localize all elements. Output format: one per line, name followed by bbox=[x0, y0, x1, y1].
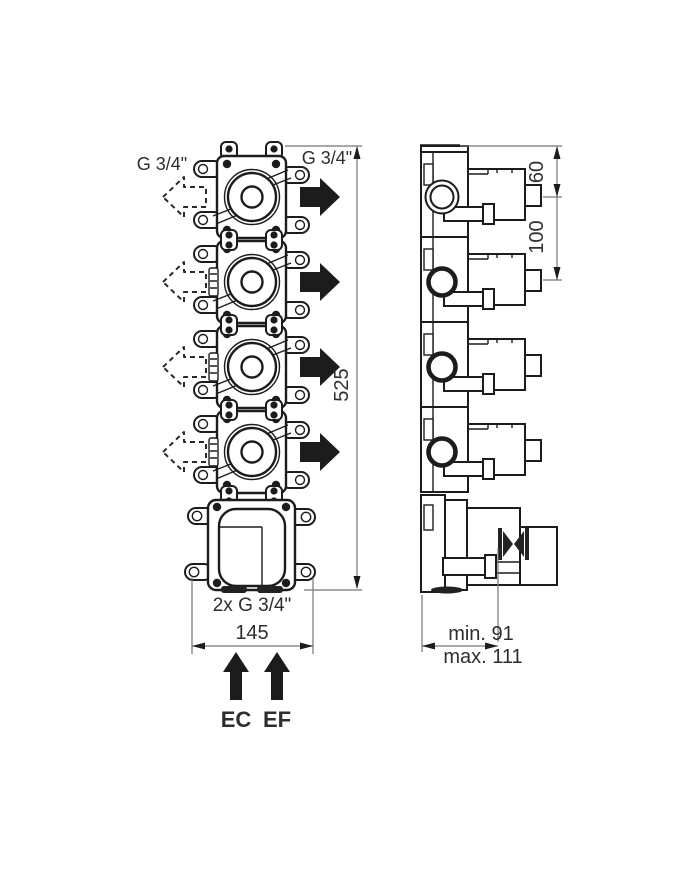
side-port-3 bbox=[426, 351, 458, 383]
inlet-stub-4 bbox=[208, 437, 219, 467]
valve-module-front-1 bbox=[192, 154, 311, 240]
label-g34-inlet: G 3/4" bbox=[137, 154, 187, 174]
bottom-port-left bbox=[221, 586, 247, 593]
label-ef: EF bbox=[263, 707, 291, 732]
label-2x-g34: 2x G 3/4" bbox=[213, 595, 292, 616]
thermostat-body-front bbox=[184, 498, 316, 593]
labels: G 3/4" G 3/4" 2x G 3/4" EC EF bbox=[137, 148, 352, 732]
ef-arrow-icon bbox=[264, 652, 290, 700]
outlet-arrow-icon-1 bbox=[300, 178, 340, 216]
top-mount-tabs bbox=[220, 141, 283, 160]
dim-min-91-label: min. 91 bbox=[448, 623, 514, 645]
thermostat-body-side bbox=[420, 494, 558, 594]
inlet-arrow-icon-4 bbox=[162, 431, 207, 473]
dim-max-111-label: max. 111 bbox=[443, 646, 522, 668]
side-port-1 bbox=[424, 179, 460, 215]
front-view bbox=[162, 141, 340, 593]
inlet-arrow-icon-2 bbox=[162, 261, 207, 303]
side-port-2 bbox=[426, 266, 458, 298]
dim-145-label: 145 bbox=[235, 622, 268, 644]
dimensions: 525 145 60 100 min. 91 max. 111 bbox=[191, 145, 562, 668]
label-g34-outlet: G 3/4" bbox=[302, 148, 352, 168]
dim-100-label: 100 bbox=[526, 220, 548, 253]
side-view bbox=[420, 144, 558, 594]
inlet-stub-2 bbox=[208, 267, 219, 297]
bottom-port-side bbox=[431, 586, 463, 594]
inlet-stub-3 bbox=[208, 352, 219, 382]
side-port-4 bbox=[426, 436, 458, 468]
bottom-port-right bbox=[257, 586, 283, 593]
dim-60-label: 60 bbox=[526, 161, 548, 183]
cartridge-marker-icon bbox=[498, 528, 529, 560]
inlet-arrow-icon-1 bbox=[162, 176, 207, 218]
outlet-arrow-icon-2 bbox=[300, 263, 340, 301]
inlet-arrow-icon-3 bbox=[162, 346, 207, 388]
ec-arrow-icon bbox=[223, 652, 249, 700]
label-ec: EC bbox=[221, 707, 252, 732]
outlet-arrow-icon-4 bbox=[300, 433, 340, 471]
dim-525-label: 525 bbox=[331, 368, 353, 401]
